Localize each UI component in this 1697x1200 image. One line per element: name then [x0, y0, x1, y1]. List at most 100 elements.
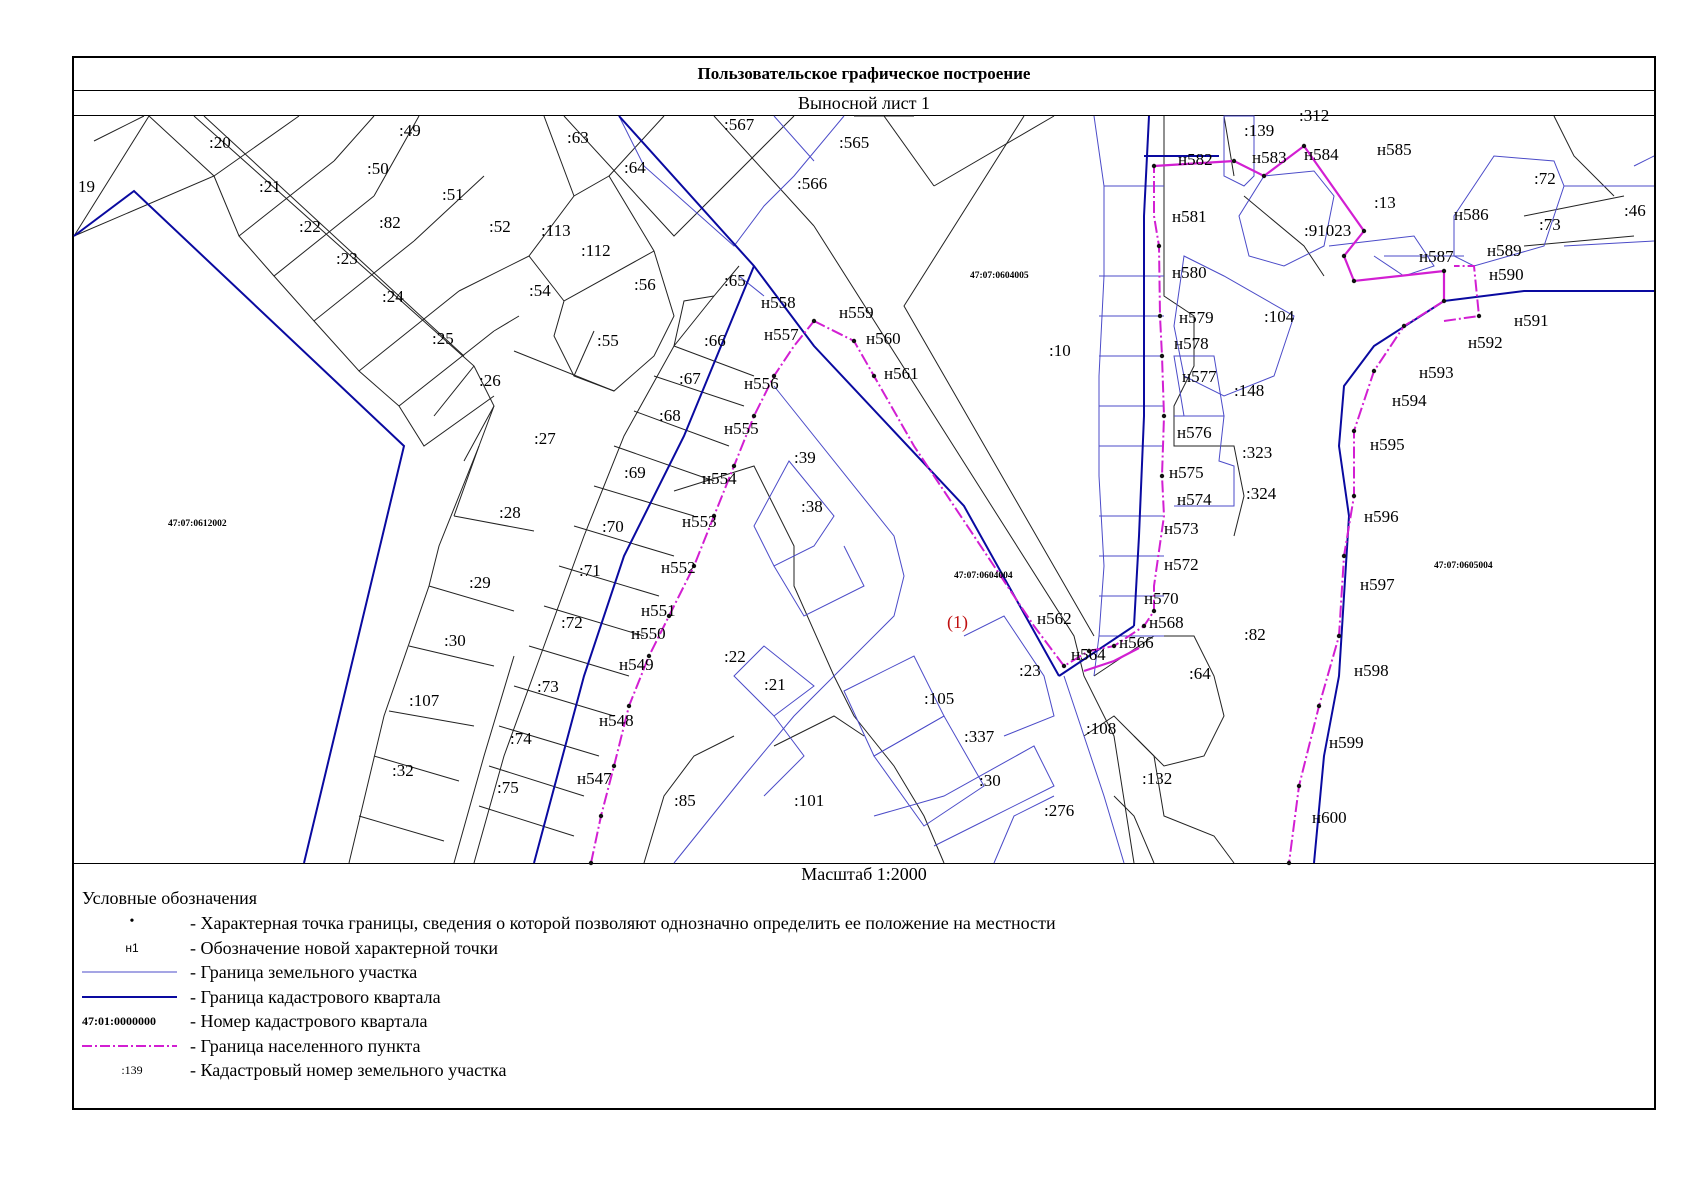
point-label: н554 — [702, 469, 737, 488]
parcel-label: :23 — [336, 249, 358, 268]
point-symbol-icon: • — [129, 914, 135, 929]
point-label: н584 — [1304, 145, 1339, 164]
parcel-label: :13 — [1374, 193, 1396, 212]
parcel-label: :337 — [964, 727, 995, 746]
parcel-label: :22 — [299, 217, 321, 236]
parcel-label: :30 — [444, 631, 466, 650]
legend-title: Условные обозначения — [82, 888, 258, 908]
point-label: н561 — [884, 364, 919, 383]
page-title: Пользовательское графическое построение — [74, 58, 1654, 91]
parcel-label: :567 — [724, 115, 755, 134]
parcel-label: :148 — [1234, 381, 1264, 400]
point-label: н596 — [1364, 507, 1399, 526]
parcel-label: :67 — [679, 369, 701, 388]
point-label: н591 — [1514, 311, 1549, 330]
quarter-boundaries — [73, 115, 1654, 864]
point-label: н579 — [1179, 308, 1214, 327]
parcel-label: :139 — [1244, 121, 1274, 140]
zone-label: (1) — [947, 612, 968, 633]
legend-text: - Кадастровый номер земельного участка — [190, 1060, 507, 1080]
point-label: н598 — [1354, 661, 1389, 680]
parcel-label: :25 — [432, 329, 454, 348]
cadastral-map[interactable]: :20 :21 :22 :23 :24 :25 :26 :27 :28 :29 … — [73, 106, 1655, 866]
parcel-label: :10 — [1049, 341, 1071, 360]
parcel-label: :82 — [1244, 625, 1266, 644]
point-label: н564 — [1071, 645, 1106, 664]
legend-item-new-point: н1 - Обозначение новой характерной точки — [82, 936, 1382, 961]
parcel-label: :101 — [794, 791, 824, 810]
characteristic-points — [588, 143, 1482, 866]
legend: Условные обозначения • - Характерная точ… — [82, 888, 1382, 1083]
legend-item-settlement-boundary: - Граница населенного пункта — [82, 1034, 1382, 1059]
parcel-label: :68 — [659, 406, 681, 425]
parcel-label: :72 — [561, 613, 583, 632]
point-label: н573 — [1164, 519, 1199, 538]
parcel-label: :72 — [1534, 169, 1556, 188]
parcel-label: :566 — [797, 174, 827, 193]
point-label: н553 — [682, 512, 717, 531]
parcel-label: 19 — [78, 177, 95, 196]
parcel-label: :26 — [479, 371, 501, 390]
parcel-lines — [73, 115, 1635, 864]
point-label: н589 — [1487, 241, 1522, 260]
point-label: н572 — [1164, 555, 1199, 574]
point-label: н585 — [1377, 140, 1412, 159]
parcel-label: :75 — [497, 778, 519, 797]
parcel-label: :20 — [209, 133, 231, 152]
point-label: н595 — [1370, 435, 1405, 454]
parcel-label: :50 — [367, 159, 389, 178]
parcel-label: :323 — [1242, 443, 1272, 462]
legend-text: - Граница земельного участка — [190, 962, 418, 982]
point-label: н558 — [761, 293, 796, 312]
parcel-label: :49 — [399, 121, 421, 140]
legend-item-parcel-number: :139 - Кадастровый номер земельного учас… — [82, 1058, 1382, 1083]
point-label: н576 — [1177, 423, 1212, 442]
point-label: н570 — [1144, 589, 1179, 608]
point-label: н574 — [1177, 490, 1212, 509]
point-label: н562 — [1037, 609, 1072, 628]
parcel-label: :113 — [541, 221, 571, 240]
parcel-boundary-line-icon — [82, 971, 177, 973]
point-label: н577 — [1182, 367, 1217, 386]
point-label: н593 — [1419, 363, 1454, 382]
parcel-label: :46 — [1624, 201, 1646, 220]
parcel-label: :51 — [442, 185, 464, 204]
parcel-label: :65 — [724, 271, 746, 290]
point-label: н580 — [1172, 263, 1207, 282]
point-label: н594 — [1392, 391, 1427, 410]
parcel-label: :107 — [409, 691, 440, 710]
parcel-label: :73 — [537, 677, 559, 696]
point-label: н549 — [619, 655, 654, 674]
parcel-label: :28 — [499, 503, 521, 522]
parcel-label: :55 — [597, 331, 619, 350]
quarter-boundary-line-icon — [82, 995, 177, 998]
point-label: н600 — [1312, 808, 1347, 827]
point-label: н583 — [1252, 148, 1287, 167]
new-point-symbol: н1 — [125, 940, 139, 955]
point-label: н582 — [1178, 150, 1213, 169]
point-label: н581 — [1172, 207, 1207, 226]
parcel-label: :64 — [1189, 664, 1211, 683]
point-labels: н547 н548 н549 н550 н551 н552 н553 н554 … — [577, 140, 1549, 827]
point-label: н559 — [839, 303, 874, 322]
legend-item-quarter-boundary: - Граница кадастрового квартала — [82, 985, 1382, 1010]
point-label: н551 — [641, 601, 676, 620]
drawing-frame: Пользовательское графическое построение … — [72, 56, 1656, 1110]
quarter-label: 47:07:0605004 — [1434, 561, 1493, 571]
parcel-label: :32 — [392, 761, 414, 780]
parcel-label: :22 — [724, 647, 746, 666]
parcel-label: :132 — [1142, 769, 1172, 788]
parcel-boundaries — [618, 115, 1655, 864]
point-label: н599 — [1329, 733, 1364, 752]
parcel-label: :74 — [510, 729, 532, 748]
parcel-label: :71 — [579, 561, 601, 580]
point-label: н552 — [661, 558, 696, 577]
quarter-number-symbol: 47:01:0000000 — [82, 1014, 156, 1028]
parcel-label: :63 — [567, 128, 589, 147]
parcel-label: :38 — [801, 497, 823, 516]
legend-item-parcel-boundary: - Граница земельного участка — [82, 960, 1382, 985]
parcel-label: :52 — [489, 217, 511, 236]
parcel-label: :27 — [534, 429, 556, 448]
parcel-label: :69 — [624, 463, 646, 482]
parcel-label: :29 — [469, 573, 491, 592]
